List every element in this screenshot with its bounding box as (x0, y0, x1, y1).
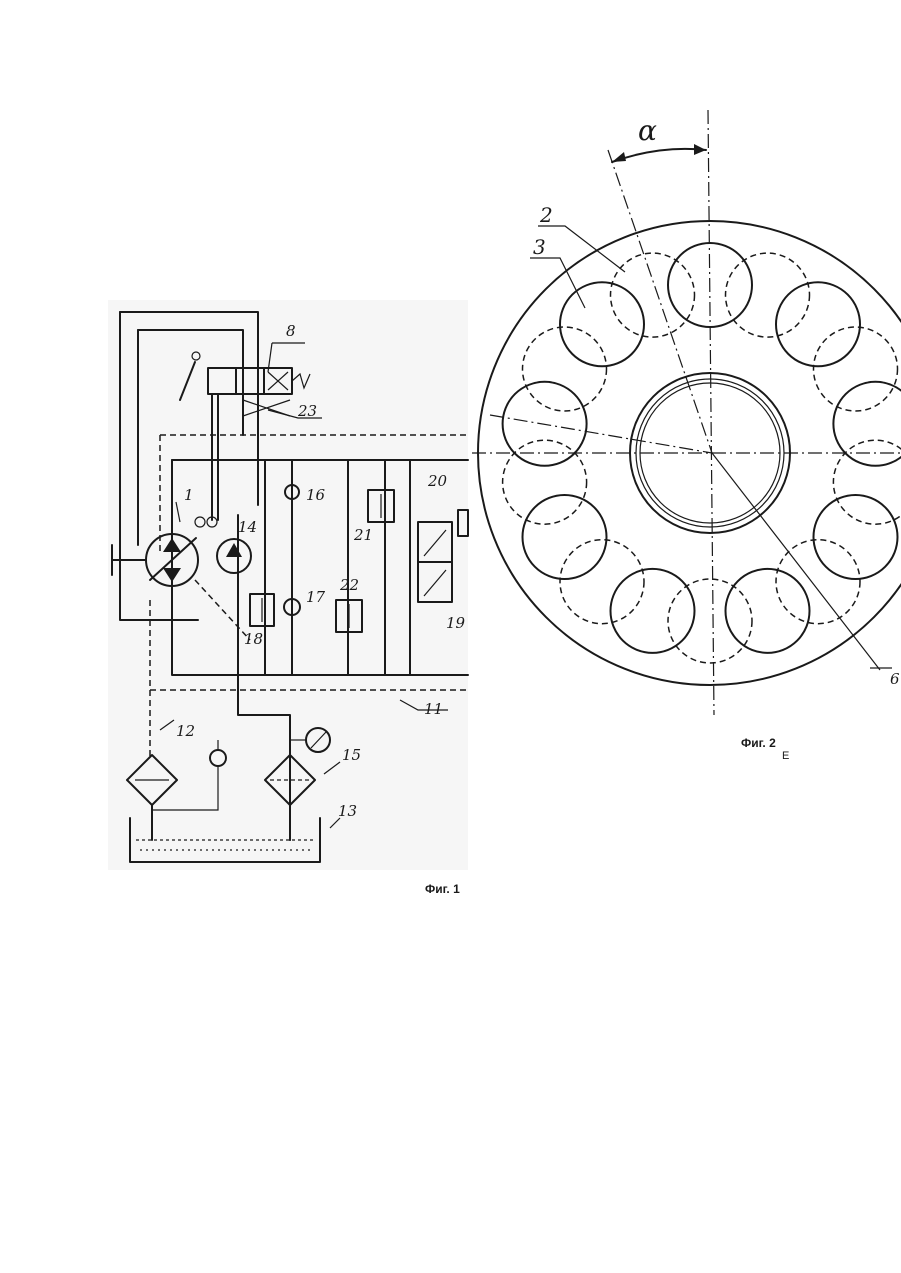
label-15: 15 (342, 746, 361, 764)
label-1: 1 (184, 486, 194, 504)
label-17: 17 (306, 588, 326, 606)
label-19: 19 (446, 614, 466, 632)
label-13: 13 (338, 802, 357, 820)
label-16: 16 (306, 486, 326, 504)
label-23: 23 (297, 402, 317, 420)
label-14: 14 (238, 518, 257, 536)
figure-1-caption: Фиг. 1 (425, 882, 460, 896)
label-11: 11 (424, 700, 443, 718)
label-22: 22 (339, 576, 359, 594)
label-18: 18 (244, 630, 263, 648)
label-12: 12 (176, 722, 195, 740)
label-20: 20 (427, 472, 448, 490)
label-8: 8 (286, 322, 296, 340)
label-21: 21 (353, 526, 373, 544)
